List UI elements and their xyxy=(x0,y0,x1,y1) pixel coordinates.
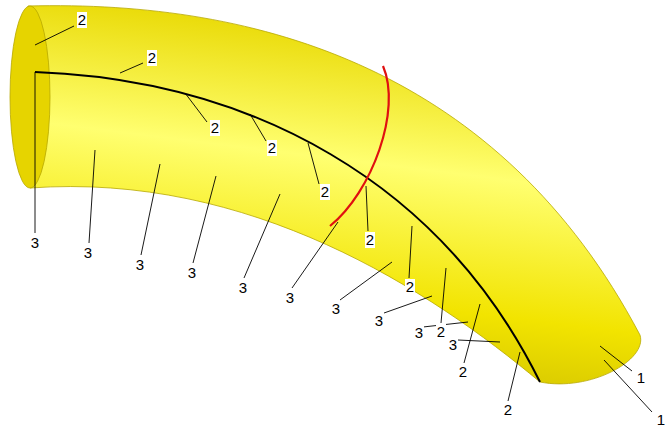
callout-number: 1 xyxy=(656,412,666,428)
leader-lines xyxy=(35,26,652,412)
callout-number: 3 xyxy=(331,301,341,317)
callout-number: 2 xyxy=(405,279,415,295)
callout-number: 1 xyxy=(636,370,646,386)
callout-number: 2 xyxy=(77,12,87,28)
seam-line xyxy=(35,72,540,382)
callout-number: 2 xyxy=(503,402,513,418)
callout-number: 2 xyxy=(210,120,220,136)
callout-number: 3 xyxy=(83,245,93,261)
callout-number: 3 xyxy=(448,337,458,353)
callout-number: 3 xyxy=(30,235,40,251)
callout-number: 2 xyxy=(267,140,277,156)
callout-number: 3 xyxy=(374,313,384,329)
callout-number: 2 xyxy=(436,324,446,340)
callout-number: 2 xyxy=(320,184,330,200)
callout-number: 3 xyxy=(187,265,197,281)
section-ring xyxy=(330,66,389,226)
callout-number: 3 xyxy=(238,280,248,296)
callout-number: 3 xyxy=(135,257,145,273)
tube-body xyxy=(28,6,641,384)
callout-number: 3 xyxy=(414,325,424,341)
callout-number: 2 xyxy=(458,364,468,380)
callout-number: 2 xyxy=(147,50,157,66)
callout-number: 3 xyxy=(285,290,295,306)
callout-number: 2 xyxy=(365,232,375,248)
tube-opening xyxy=(10,6,50,188)
